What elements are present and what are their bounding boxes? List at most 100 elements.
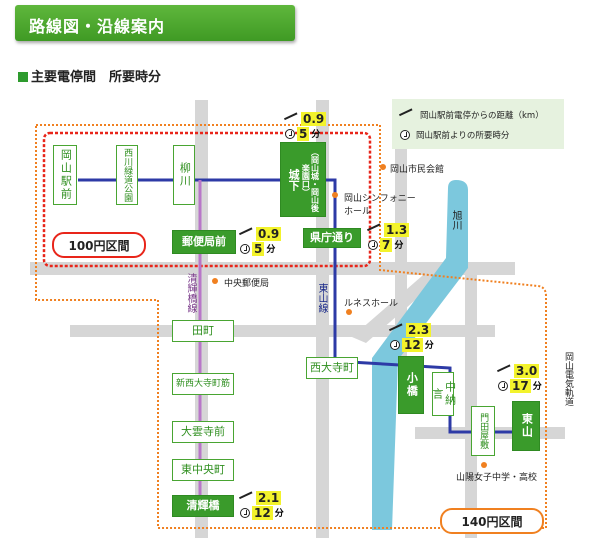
landmark-chuo-yubin: 中央郵便局 [224, 279, 270, 289]
station-sublabel: （岡山城・岡山後楽園口） [301, 147, 320, 212]
station-label: 県庁通り [310, 230, 354, 244]
ticket-icon [283, 111, 301, 126]
station-label: 大雲寺前 [181, 424, 225, 438]
station-label: 門田屋敷 [478, 413, 489, 449]
ticket-icon [238, 226, 256, 241]
station-label: 田町 [192, 323, 214, 337]
zone140-badge: 140円区間 [440, 508, 544, 534]
station-label: 岡山駅前 [59, 149, 73, 201]
station-higashi-chuo[interactable]: 東中央町 [172, 459, 234, 481]
subtitle-text: 主要電停間 所要時分 [31, 70, 162, 85]
clock-icon [285, 128, 295, 139]
seiki-line-label: 清輝橋線 [185, 273, 196, 313]
station-label: 東中央町 [181, 462, 225, 476]
station-saidaijicho[interactable]: 西大寺町 [306, 357, 358, 379]
zone100-badge: 100円区間 [52, 232, 146, 258]
distance-min: 12 [402, 337, 423, 352]
station-label: 新西大寺町筋 [175, 378, 230, 389]
station-label: 城下 [287, 168, 301, 191]
station-osaiji[interactable]: 大雲寺前 [172, 421, 234, 443]
landmark-dot [380, 164, 386, 170]
distance-km: 2.1 [256, 490, 282, 505]
ticket-icon [366, 222, 384, 237]
section-header: 路線図・沿線案内 [15, 5, 295, 41]
ticket-icon [388, 322, 406, 337]
legend-time-label: 岡山駅前よりの所要時分 [416, 131, 510, 141]
clock-icon [390, 339, 400, 350]
station-kadota[interactable]: 門田屋敷 [471, 406, 495, 456]
legend-distance-row: 岡山駅前電停からの距離（km） [398, 108, 544, 122]
asahi-river [372, 180, 468, 530]
distance-min: 17 [510, 378, 531, 393]
station-yanagawa[interactable]: 柳川 [173, 145, 195, 205]
distance-km: 3.0 [514, 363, 540, 378]
landmark-denki: 岡山電気軌道 [563, 352, 573, 406]
station-shin-saidaiji[interactable]: 新西大寺町筋 [172, 373, 234, 395]
station-shiroshita[interactable]: 城下 （岡山城・岡山後楽園口） [280, 142, 326, 217]
station-nakanocho[interactable]: 中納言 [431, 372, 457, 416]
distance-min: 7 [380, 237, 393, 252]
landmark-dot [212, 278, 218, 284]
station-seikibashi[interactable]: 清輝橋 [172, 495, 234, 517]
distance-km: 0.9 [301, 111, 327, 126]
distance-min: 5 [297, 126, 310, 141]
clock-icon [498, 380, 508, 391]
ticket-icon [238, 490, 256, 505]
distance-min: 12 [252, 505, 273, 520]
section-title: 路線図・沿線案内 [29, 17, 166, 36]
station-label: 小橋 [405, 372, 419, 398]
landmark-symphony: 岡山シンフォニーホール [344, 194, 416, 217]
clock-icon [400, 130, 410, 140]
minute-unit: 分 [311, 130, 321, 140]
landmark-runesu: ルネスホール [344, 299, 399, 309]
landmark-dot [332, 192, 338, 198]
landmark-shimin-kaikan: 岡山市民会館 [390, 165, 445, 175]
distance-min: 5 [252, 241, 265, 256]
station-label: 西大寺町 [310, 360, 354, 374]
zone100-label: 100円区間 [68, 238, 130, 253]
station-okayama-ekimae[interactable]: 岡山駅前 [53, 145, 77, 205]
zone100-outline [42, 131, 372, 268]
page-subtitle: 主要電停間 所要時分 [18, 66, 161, 85]
distance-km: 1.3 [384, 222, 410, 237]
station-label: 柳川 [178, 162, 192, 188]
station-label: 東山 [520, 413, 534, 439]
station-kencho[interactable]: 県庁通り [303, 228, 361, 248]
legend-distance-label: 岡山駅前電停からの距離（km） [420, 111, 544, 121]
river-label: 旭川 [450, 210, 461, 230]
station-nishigawa[interactable]: 西川緑道公園 [116, 145, 138, 205]
clock-icon [240, 243, 250, 254]
square-bullet-icon [18, 72, 28, 82]
station-higashiyama[interactable]: 東山 [512, 401, 540, 451]
legend-time-row: 岡山駅前よりの所要時分 [400, 129, 509, 141]
station-kobashi[interactable]: 小橋 [398, 356, 424, 414]
minute-unit: 分 [532, 382, 542, 392]
station-label: 西川緑道公園 [122, 148, 133, 202]
station-label: 中納言 [431, 381, 457, 407]
clock-icon [368, 239, 378, 250]
station-label: 清輝橋 [186, 498, 220, 512]
road [465, 262, 477, 538]
zone140-outline [35, 124, 547, 529]
higashiyama-line-label: 東山線 [316, 283, 327, 313]
ticket-icon [398, 108, 416, 122]
station-tamachi[interactable]: 田町 [172, 320, 234, 342]
minute-unit: 分 [394, 241, 404, 251]
minute-unit: 分 [274, 509, 284, 519]
distance-km: 2.3 [406, 322, 432, 337]
landmark-dot [481, 462, 487, 468]
ticket-icon [496, 363, 514, 378]
clock-icon [240, 507, 250, 518]
minute-unit: 分 [266, 245, 276, 255]
distance-km: 0.9 [256, 226, 282, 241]
station-yubinkyoku[interactable]: 郵便局前 [172, 230, 236, 254]
legend-box: 岡山駅前電停からの距離（km） 岡山駅前よりの所要時分 [392, 99, 564, 149]
station-label: 郵便局前 [182, 234, 226, 248]
